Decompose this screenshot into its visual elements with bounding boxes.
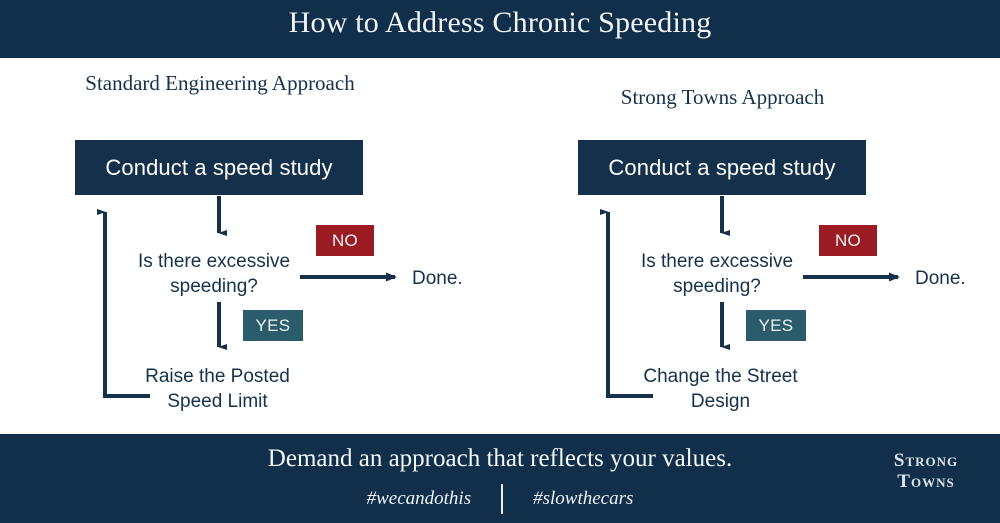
footer-hashtags: #wecandothis #slowthecars bbox=[0, 484, 1000, 514]
decision-text-right: Is there excessive speeding? bbox=[640, 251, 794, 297]
action-text-left: Raise the Posted Speed Limit bbox=[145, 366, 290, 412]
terminal-text-right: Done. bbox=[915, 268, 966, 289]
footer-tagline: Demand an approach that reflects your va… bbox=[267, 445, 733, 472]
action-text-right: Change the Street Design bbox=[643, 366, 798, 412]
column-heading-strong-towns: Strong Towns Approach bbox=[620, 85, 825, 109]
badge-no-left: NO bbox=[316, 225, 374, 256]
logo-line-one: Strong bbox=[893, 450, 959, 471]
decision-text-left: Is there excessive speeding? bbox=[137, 251, 291, 297]
badge-yes-right: YES bbox=[746, 310, 806, 341]
terminal-text-left: Done. bbox=[412, 268, 463, 289]
process-box-right: Conduct a speed study bbox=[578, 140, 866, 195]
header-band bbox=[0, 0, 1000, 58]
badge-no-right: NO bbox=[819, 225, 877, 256]
logo-line-two: Towns bbox=[897, 471, 955, 492]
hashtag-wecandothis: #wecandothis bbox=[366, 488, 472, 509]
badge-yes-left: YES bbox=[243, 310, 303, 341]
hashtag-divider bbox=[501, 484, 504, 514]
hashtag-slowthecars: #slowthecars bbox=[533, 488, 634, 509]
column-heading-standard: Standard Engineering Approach bbox=[85, 71, 355, 95]
footer-band bbox=[0, 434, 1000, 523]
page-title: How to Address Chronic Speeding bbox=[288, 6, 712, 39]
strong-towns-logo: Strong Towns bbox=[866, 450, 986, 492]
process-box-left: Conduct a speed study bbox=[75, 140, 363, 195]
